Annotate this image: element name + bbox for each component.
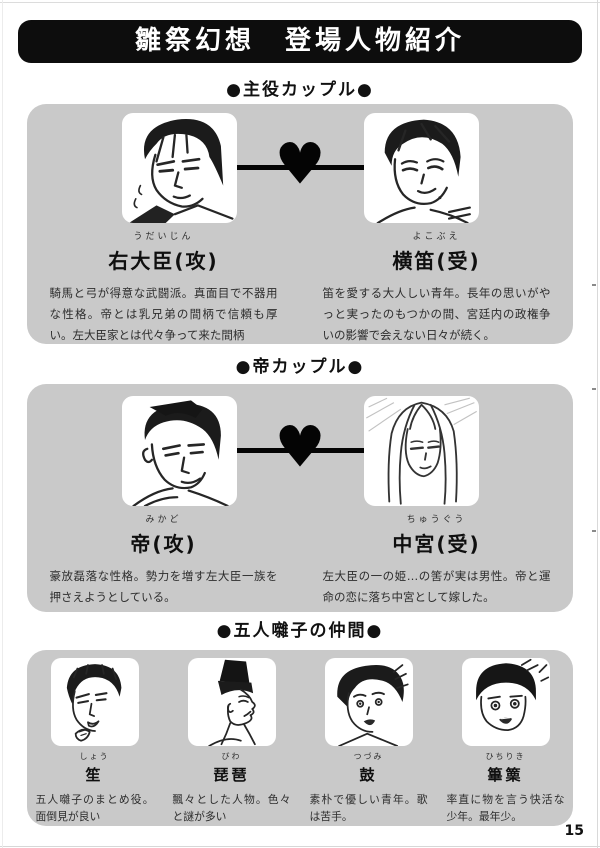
character-furigana: ちゅうぐう [406, 515, 467, 525]
character-card-udaijin: うだいじん 右大臣(攻) 騎馬と弓が得意な武闘派。真面目で不器用な性格。帝とは乳… [27, 223, 300, 346]
character-card-tsuzumi: つづみ 鼓 素朴で優しい青年。歌は苦手。 [307, 658, 431, 825]
musician-columns: しょう 笙 五人囃子のまとめ役。面倒見が良い [27, 650, 573, 825]
heart-icon: ♥ [274, 414, 326, 481]
character-name: 鼓 [359, 766, 378, 784]
character-description: 笛を愛する大人しい青年。長年の思いがやっと実ったのもつかの間、宮廷内の政権争いの… [322, 286, 551, 342]
character-furigana: つづみ [353, 752, 384, 761]
page-title: 雛祭幻想 登場人物紹介 [134, 26, 465, 56]
shou-sketch [66, 664, 121, 742]
portrait-shou [50, 658, 139, 746]
character-columns: みかど 帝(攻) 豪放磊落な性格。勢力を増す左大臣一族を押さえようとしている。 … [27, 506, 573, 608]
scan-edge-left [2, 0, 3, 848]
character-name: 琵琶 [213, 766, 250, 784]
couple-connector: ♥ [236, 113, 364, 223]
character-description: 豪放磊落な性格。勢力を増す左大臣一族を押さえようとしている。 [49, 569, 278, 604]
section-heading-mikado-couple: ●帝カップル● [235, 357, 365, 377]
portrait-chuuguu [363, 396, 479, 506]
portrait-biwa [187, 658, 276, 746]
character-card-chuuguu: ちゅうぐう 中宮(受) 左大臣の一の姫…の筈が実は男性。帝と運命の恋に落ち中宮と… [300, 506, 573, 608]
character-furigana: よこぶえ [412, 232, 461, 242]
page-number: 15 [564, 823, 584, 839]
character-furigana: しょう [79, 752, 110, 761]
couple-connector: ♥ [236, 396, 364, 506]
portrait-mikado [121, 396, 237, 506]
character-name: 中宮(受) [392, 532, 481, 556]
portrait-row: ♥ [27, 384, 573, 506]
connector-line [236, 448, 364, 453]
portrait-yokobue [363, 113, 479, 223]
character-furigana: みかど [145, 515, 182, 525]
character-description: 騎馬と弓が得意な武闘派。真面目で不器用な性格。帝とは乳兄弟の間柄で信頼も厚い。左… [49, 286, 278, 342]
character-card-shou: しょう 笙 五人囃子のまとめ役。面倒見が良い [33, 658, 157, 825]
yokobue-sketch [376, 119, 471, 223]
scan-speck [592, 530, 596, 532]
portrait-udaijin [121, 113, 237, 223]
tsuzumi-sketch [336, 664, 409, 746]
portrait-hichiriki [461, 658, 550, 746]
scan-speck [592, 284, 596, 286]
character-columns: うだいじん 右大臣(攻) 騎馬と弓が得意な武闘派。真面目で不器用な性格。帝とは乳… [27, 223, 573, 346]
character-name: 横笛(受) [392, 249, 481, 273]
character-card-hichiriki: ひちりき 篳篥 率直に物を言う快活な少年。最年少。 [444, 658, 568, 825]
character-description: 素朴で優しい青年。歌は苦手。 [309, 793, 428, 824]
scan-edge-top [0, 2, 600, 3]
section-heading-gonin-bayashi: ●五人囃子の仲間● [216, 621, 384, 641]
character-card-yokobue: よこぶえ 横笛(受) 笛を愛する大人しい青年。長年の思いがやっと実ったのもつかの… [300, 223, 573, 346]
section-heading-main-couple: ●主役カップル● [226, 80, 374, 100]
mikado-sketch [131, 400, 229, 506]
character-description: 左大臣の一の姫…の筈が実は男性。帝と運命の恋に落ち中宮として嫁した。 [322, 569, 551, 604]
character-description: 率直に物を言う快活な少年。最年少。 [446, 793, 565, 824]
character-furigana: ひちりき [485, 752, 526, 761]
biwa-sketch [207, 659, 256, 746]
scan-edge-right [597, 0, 598, 848]
character-description: 五人囃子のまとめ役。面倒見が良い [35, 793, 154, 824]
panel-mikado-couple: ♥ みかど [27, 384, 573, 612]
heart-icon: ♥ [274, 131, 326, 198]
character-furigana: うだいじん [133, 232, 194, 242]
character-card-biwa: びわ 琵琶 飄々とした人物。色々と謎が多い [170, 658, 294, 825]
hichiriki-sketch [475, 658, 549, 732]
character-name: 篳篥 [487, 766, 524, 784]
panel-gonin-bayashi: しょう 笙 五人囃子のまとめ役。面倒見が良い [27, 650, 573, 826]
panel-main-couple: ♥ [27, 104, 573, 344]
portrait-row: ♥ [27, 104, 573, 223]
character-name: 右大臣(攻) [108, 249, 219, 273]
character-description: 飄々とした人物。色々と謎が多い [172, 793, 291, 824]
character-card-mikado: みかど 帝(攻) 豪放磊落な性格。勢力を増す左大臣一族を押さえようとしている。 [27, 506, 300, 608]
portrait-tsuzumi [324, 658, 413, 746]
connector-line [236, 165, 364, 170]
character-name: 帝(攻) [130, 532, 197, 556]
page-title-bar: 雛祭幻想 登場人物紹介 [18, 20, 582, 63]
scan-speck [592, 388, 596, 390]
chuuguu-sketch [365, 397, 477, 505]
character-name: 笙 [85, 766, 104, 784]
udaijin-sketch [128, 119, 234, 223]
character-furigana: びわ [221, 752, 242, 761]
scan-edge-bottom [0, 846, 600, 847]
